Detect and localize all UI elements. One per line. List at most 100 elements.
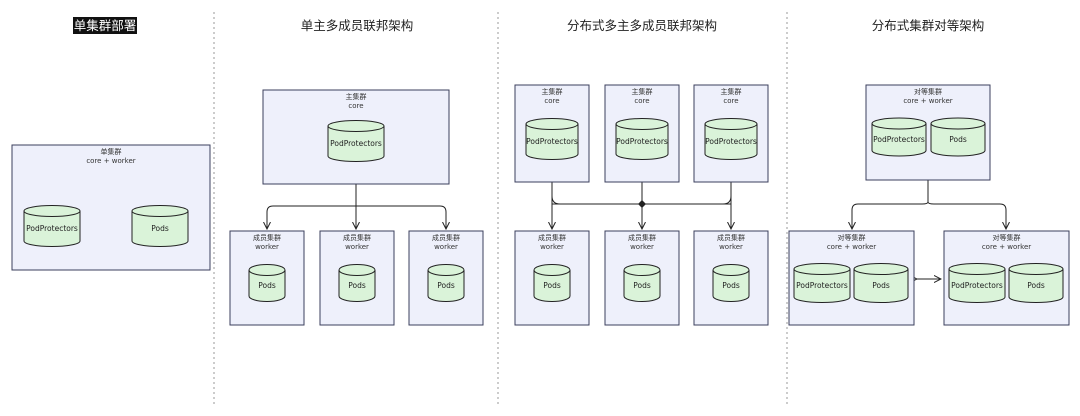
datastore-label: Pods <box>722 281 740 290</box>
cluster-role: core <box>544 97 559 105</box>
datastore-label: Pods <box>543 281 561 290</box>
cluster-role: core <box>348 102 363 110</box>
datastore-top <box>853 263 909 275</box>
datastore-top <box>948 263 1006 275</box>
datastore-top <box>23 205 81 217</box>
datastore-cylinder: PodProtectors <box>23 205 81 247</box>
datastore-label: PodProtectors <box>26 224 78 233</box>
datastore-label: PodProtectors <box>330 139 382 148</box>
cluster-title: 成员集群 <box>432 233 460 242</box>
datastore-label: Pods <box>348 281 366 290</box>
datastore-body <box>131 211 189 247</box>
datastore-cylinder: PodProtectors <box>704 118 758 160</box>
connector-curve <box>551 195 561 205</box>
cluster-title: 成员集群 <box>628 233 656 242</box>
datastore-label: PodProtectors <box>796 281 848 290</box>
cluster-role: core + worker <box>827 243 876 251</box>
cluster-title: 单集群 <box>101 147 122 156</box>
datastore-label: PodProtectors <box>616 137 668 146</box>
cluster-title: 成员集群 <box>538 233 566 242</box>
datastore-top <box>427 264 465 276</box>
datastore-cylinder: PodProtectors <box>948 263 1006 303</box>
cluster-title: 主集群 <box>346 92 367 101</box>
cluster-role: worker <box>255 243 279 251</box>
datastore-cylinder: Pods <box>712 264 750 302</box>
datastore-body <box>327 126 385 162</box>
connector-arrow <box>927 201 1006 229</box>
cluster-role: core + worker <box>903 97 952 105</box>
datastore-top <box>704 118 758 130</box>
datastore-cylinder: Pods <box>131 205 189 247</box>
connector-arrow <box>267 205 356 229</box>
datastore-top <box>623 264 661 276</box>
cluster-title: 对等集群 <box>914 87 942 96</box>
connector-curve <box>722 195 732 205</box>
datastore-top <box>525 118 579 130</box>
datastore-top <box>327 120 385 132</box>
datastore-label: Pods <box>258 281 276 290</box>
datastore-body <box>793 269 851 303</box>
datastore-label: PodProtectors <box>951 281 1003 290</box>
datastore-cylinder: Pods <box>533 264 571 302</box>
section-title: 单集群部署 <box>74 18 137 33</box>
cluster-title: 成员集群 <box>253 233 281 242</box>
datastore-top <box>1008 263 1064 275</box>
datastore-top <box>930 117 986 130</box>
datastore-body <box>704 124 758 160</box>
datastore-body <box>23 211 81 247</box>
datastore-cylinder: PodProtectors <box>327 120 385 162</box>
junction-diamond <box>638 200 646 208</box>
connector-arrow <box>356 205 446 229</box>
datastore-cylinder: Pods <box>930 117 986 157</box>
datastore-body <box>1008 269 1064 303</box>
cluster-title: 成员集群 <box>343 233 371 242</box>
datastore-top <box>615 118 669 130</box>
datastore-top <box>712 264 750 276</box>
datastore-body <box>615 124 669 160</box>
section-title-highlight <box>73 17 137 34</box>
cluster-role: worker <box>345 243 369 251</box>
datastore-label: PodProtectors <box>705 137 757 146</box>
cluster-role: core <box>634 97 649 105</box>
datastore-cylinder: Pods <box>1008 263 1064 303</box>
datastore-top <box>131 205 189 217</box>
datastore-cylinder: Pods <box>338 264 376 302</box>
datastore-cylinder: PodProtectors <box>793 263 851 303</box>
datastore-label: PodProtectors <box>873 135 925 144</box>
datastore-body <box>533 270 571 302</box>
datastore-cylinder: Pods <box>427 264 465 302</box>
datastore-top <box>871 117 927 130</box>
cluster-role: worker <box>434 243 458 251</box>
datastore-label: Pods <box>872 281 890 290</box>
datastore-body <box>427 270 465 302</box>
datastore-label: Pods <box>1027 281 1045 290</box>
datastore-label: Pods <box>151 224 169 233</box>
cluster-role: core + worker <box>86 157 135 165</box>
datastore-top <box>248 264 286 276</box>
cluster-title: 主集群 <box>542 87 563 96</box>
cluster-role: worker <box>540 243 564 251</box>
section-title: 单主多成员联邦架构 <box>301 18 414 33</box>
datastore-cylinder: PodProtectors <box>615 118 669 160</box>
cluster-title: 成员集群 <box>717 233 745 242</box>
datastore-body <box>948 269 1006 303</box>
cluster-role: core <box>723 97 738 105</box>
cluster-title: 对等集群 <box>993 233 1021 242</box>
datastore-top <box>793 263 851 275</box>
section-title: 分布式集群对等架构 <box>872 18 985 33</box>
cluster-title: 主集群 <box>632 87 653 96</box>
datastore-label: Pods <box>633 281 651 290</box>
datastore-label: Pods <box>437 281 455 290</box>
datastore-label: Pods <box>949 135 967 144</box>
datastore-body <box>338 270 376 302</box>
datastore-body <box>248 270 286 302</box>
datastore-body <box>930 123 986 157</box>
datastore-body <box>712 270 750 302</box>
section-title: 分布式多主多成员联邦架构 <box>567 18 717 33</box>
datastore-cylinder: Pods <box>623 264 661 302</box>
datastore-cylinder: Pods <box>853 263 909 303</box>
datastore-top <box>533 264 571 276</box>
datastore-body <box>853 269 909 303</box>
cluster-role: worker <box>630 243 654 251</box>
